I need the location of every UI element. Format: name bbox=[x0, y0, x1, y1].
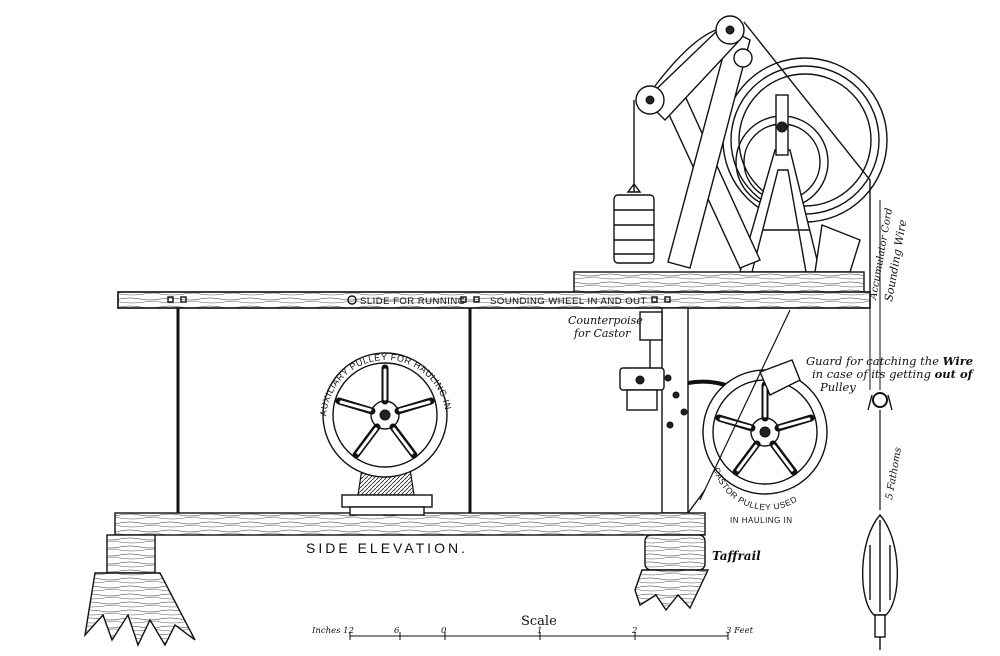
lower-frame bbox=[114, 307, 706, 536]
deck-timber-left bbox=[83, 534, 196, 647]
scale-tick-0: 0 bbox=[441, 626, 447, 636]
drawing-title: SIDE ELEVATION. bbox=[306, 540, 468, 556]
fathoms-label: 5 Fathoms bbox=[884, 447, 904, 501]
deck-timber-right bbox=[634, 534, 710, 612]
scale-feet: 3 Feet bbox=[726, 626, 754, 636]
scale-title: Scale bbox=[521, 614, 557, 629]
guard-label-3: Pulley bbox=[819, 380, 856, 394]
scale-tick-6: 6 bbox=[394, 626, 400, 636]
sounding-wire-assembly bbox=[861, 200, 899, 650]
scale-tick-2: 2 bbox=[631, 626, 637, 636]
sounding-drum bbox=[722, 57, 888, 223]
sounding-machine bbox=[573, 15, 888, 295]
counterpoise-assembly bbox=[619, 311, 665, 411]
scale-inches: Inches 12 bbox=[311, 626, 354, 636]
slide-label: SLIDE FOR RUNNING bbox=[360, 296, 466, 307]
frame-strut-2 bbox=[667, 28, 751, 269]
counterweight-cylinder bbox=[613, 160, 655, 264]
sounding-wheel-label: SOUNDING WHEEL IN AND OUT bbox=[490, 296, 647, 307]
castor-pulley: CASTOR PULLEY USED IN HAULING IN bbox=[687, 309, 828, 525]
guard-label-2: in case of its getting out of bbox=[812, 367, 975, 381]
machine-platform bbox=[573, 271, 865, 295]
scale-bar: Scale Inches 12 6 0 1 2 3 Feet bbox=[311, 614, 754, 640]
counterpoise-label-2: for Castor bbox=[573, 327, 631, 340]
wire-guard bbox=[759, 359, 801, 396]
auxiliary-pulley: AUXILIARY PULLEY FOR HAULING IN bbox=[318, 352, 453, 516]
castor-pulley-label-2: IN HAULING IN bbox=[730, 516, 793, 525]
counterpoise-label: Counterpoise bbox=[568, 314, 643, 327]
scale-tick-1: 1 bbox=[537, 626, 542, 636]
taffrail-label: Taffrail bbox=[712, 549, 761, 563]
base-beam bbox=[114, 512, 706, 536]
guard-label-1: Guard for catching the Wire bbox=[806, 354, 973, 368]
